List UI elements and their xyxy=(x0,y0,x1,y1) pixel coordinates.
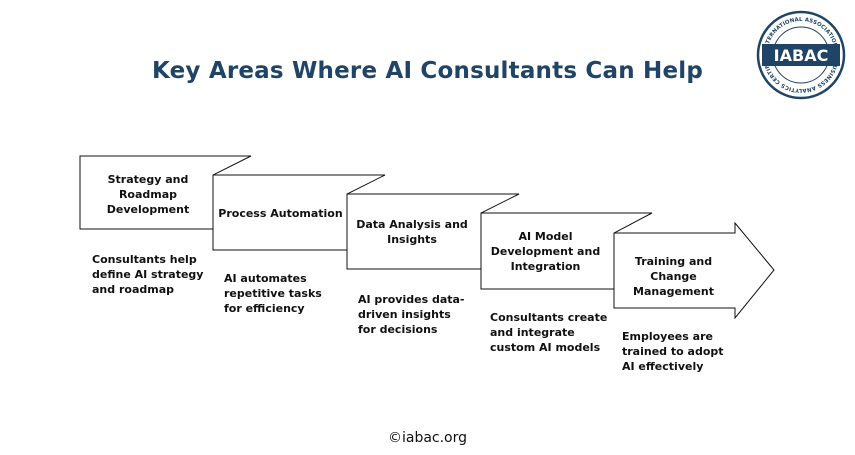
footer-url[interactable]: iabac.org xyxy=(401,430,468,446)
step-title-5: Training and Change Management xyxy=(633,255,714,298)
page-title: Key Areas Where AI Consultants Can Help xyxy=(152,58,703,84)
step-arrow-5 xyxy=(613,221,775,320)
step-desc-4: Consultants create and integrate custom … xyxy=(490,311,608,354)
step-title-2: Process Automation xyxy=(218,207,343,220)
step-title-4: AI Model Development and Integration xyxy=(490,230,601,273)
step-desc-1: Consultants help define AI strategy and … xyxy=(92,253,204,296)
logo-band xyxy=(762,44,840,66)
step-desc-3: AI provides data-driven insights for dec… xyxy=(358,293,465,336)
step-desc-2: AI automates repetitive tasks for effici… xyxy=(224,272,322,315)
step-title-1: Strategy and Roadmap Development xyxy=(106,173,190,216)
step-desc-5: Employees are trained to adopt AI effect… xyxy=(622,330,724,373)
logo-text: IABAC xyxy=(774,46,829,65)
copyright-icon: © xyxy=(387,430,402,446)
footer: ©iabac.org xyxy=(0,430,855,446)
iabac-logo: INTERNATIONAL ASSOCIATION OF BUSINESS AN… xyxy=(756,10,846,100)
step-title-3: Data Analysis and Insights xyxy=(356,218,468,246)
